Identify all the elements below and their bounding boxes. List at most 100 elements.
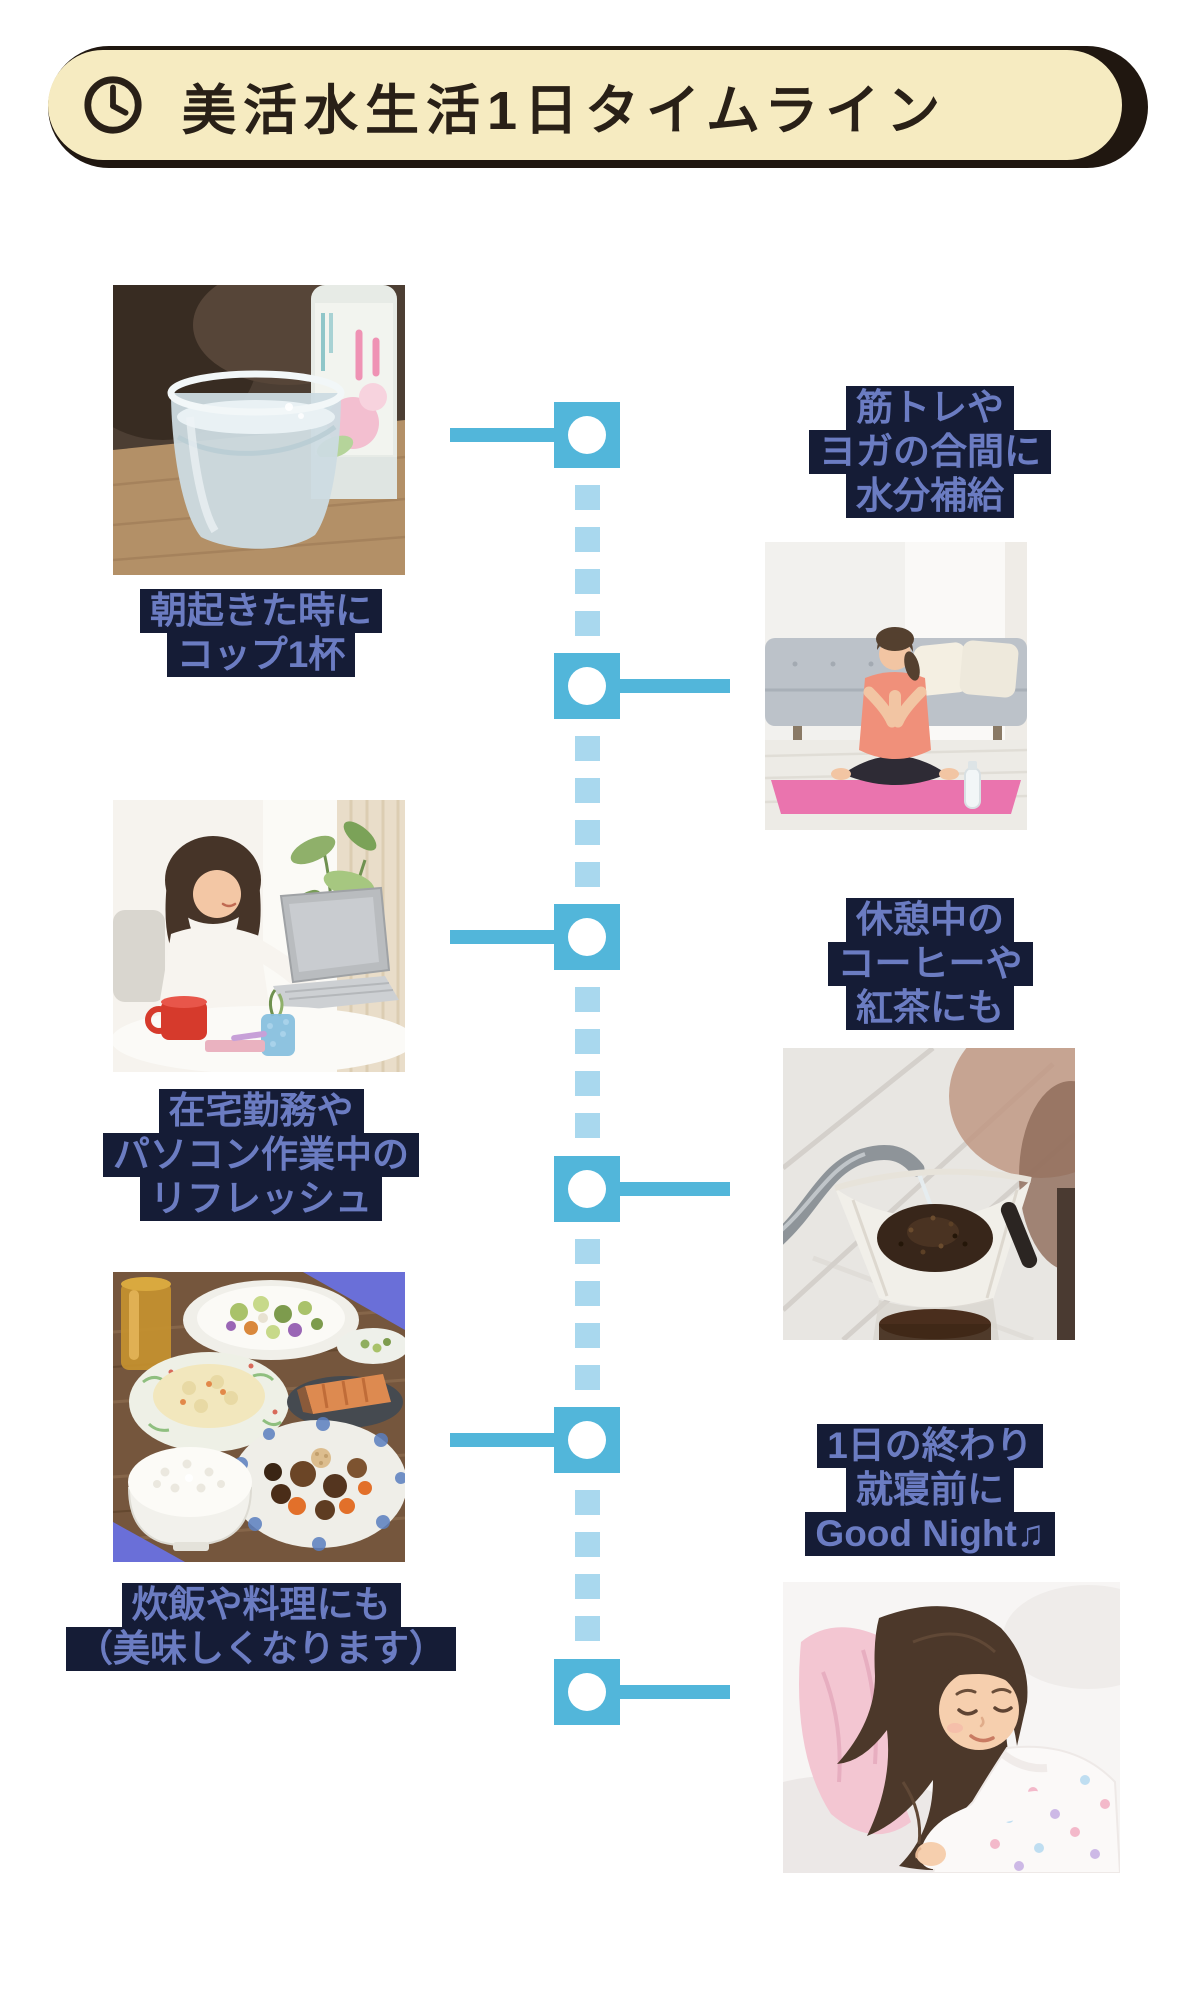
glass-of-water-illustration: [113, 285, 405, 575]
caption-text: コップ1杯: [166, 633, 356, 677]
timeline-node-dot: [568, 1170, 606, 1208]
caption-good-night: 1日の終わり 就寝前に Good Night♫: [764, 1424, 1096, 1556]
meal-illustration: [113, 1272, 405, 1562]
coffee-drip-illustration: [783, 1048, 1075, 1340]
timeline-dash: [575, 1029, 600, 1054]
caption-text: 朝起きた時に: [140, 589, 382, 633]
timeline-dash: [575, 820, 600, 845]
connector-left-5: [450, 1433, 554, 1447]
caption-line: 朝起きた時に: [83, 589, 439, 633]
timeline-node-dot: [568, 918, 606, 956]
caption-text: 紅茶にも: [846, 986, 1014, 1030]
caption-text: 就寝前に: [846, 1468, 1014, 1512]
laptop-work-illustration: [113, 800, 405, 1072]
red-mug: [145, 996, 207, 1040]
caption-line: 炊飯や料理にも: [73, 1583, 449, 1627]
timeline-node-3: [554, 904, 620, 970]
caption-text: コーヒーや: [827, 942, 1033, 986]
pajama: [915, 1745, 1120, 1873]
blue-jar: [261, 989, 295, 1056]
caption-line: Good Night♫: [764, 1512, 1096, 1556]
caption-line: リフレッシュ: [83, 1177, 439, 1221]
rice-bowl: [127, 1447, 253, 1551]
clock-icon: [84, 76, 142, 134]
timeline-dash: [575, 1616, 600, 1641]
timeline-node-6: [554, 1659, 620, 1725]
laptop: [273, 886, 399, 1012]
water-glass: [167, 370, 345, 549]
caption-text: 炊飯や料理にも: [121, 1583, 401, 1627]
timeline-dash: [575, 1490, 600, 1515]
connector-right-6: [620, 1685, 730, 1699]
caption-text: （美味しくなります）: [66, 1627, 456, 1671]
caption-cooking: 炊飯や料理にも （美味しくなります）: [66, 1583, 456, 1671]
caption-line: パソコン作業中の: [83, 1133, 439, 1177]
caption-text: ヨガの合間に: [809, 430, 1051, 474]
caption-line: ヨガの合間に: [764, 430, 1096, 474]
yoga-photo: [765, 542, 1027, 830]
caption-workout-hydration: 筋トレや ヨガの合間に 水分補給: [764, 386, 1096, 518]
timeline-dash: [575, 736, 600, 761]
caption-line: コップ1杯: [83, 633, 439, 677]
tea-glass: [121, 1277, 171, 1370]
timeline-dash: [575, 1574, 600, 1599]
caption-line: 筋トレや: [764, 386, 1096, 430]
meal-photo: [113, 1272, 405, 1562]
timeline-dash: [575, 1532, 600, 1557]
header-pill: 美活水生活1日タイムライン: [48, 50, 1122, 160]
coffee-server: [873, 1298, 999, 1340]
sleep-photo: [783, 1582, 1120, 1873]
timeline-dash: [575, 485, 600, 510]
simmered-dish-plate: [231, 1417, 405, 1551]
caption-text: Good Night♫: [805, 1512, 1055, 1556]
timeline-node-dot: [568, 667, 606, 705]
blue-tray-corner: [113, 1522, 185, 1562]
timeline-dash: [575, 1323, 600, 1348]
caption-morning-glass: 朝起きた時に コップ1杯: [83, 589, 439, 677]
timeline-dash: [575, 1239, 600, 1264]
timeline-dash: [575, 611, 600, 636]
caption-text: 休憩中の: [846, 898, 1014, 942]
timeline-dash: [575, 1365, 600, 1390]
caption-line: 在宅勤務や: [83, 1089, 439, 1133]
caption-text: リフレッシュ: [140, 1177, 382, 1221]
timeline-dash: [575, 527, 600, 552]
timeline-node-1: [554, 402, 620, 468]
timeline-dash: [575, 987, 600, 1012]
connector-right-4: [620, 1182, 730, 1196]
connector-left-1: [450, 428, 554, 442]
timeline-node-4: [554, 1156, 620, 1222]
page-title: 美活水生活1日タイムライン: [182, 80, 948, 141]
yoga-mat: [771, 780, 1021, 814]
yoga-illustration: [765, 542, 1027, 830]
pink-notebook: [205, 1040, 265, 1052]
timeline-dash: [575, 1071, 600, 1096]
caption-line: 紅茶にも: [764, 986, 1096, 1030]
coffee-drip-photo: [783, 1048, 1075, 1340]
yoga-woman: [831, 627, 959, 785]
timeline-node-2: [554, 653, 620, 719]
caption-line: （美味しくなります）: [66, 1627, 456, 1671]
caption-text: 1日の終わり: [817, 1424, 1043, 1468]
connector-left-3: [450, 930, 554, 944]
timeline-node-dot: [568, 416, 606, 454]
glass-of-water-photo: [113, 285, 405, 575]
small-water-bottle: [964, 761, 981, 809]
timeline-dash: [575, 778, 600, 803]
caption-text: 水分補給: [846, 474, 1014, 518]
grilled-salmon: [287, 1374, 403, 1428]
dripper-handle: [1000, 1201, 1038, 1269]
blue-tray-corner: [303, 1272, 405, 1330]
caption-line: コーヒーや: [764, 942, 1096, 986]
caption-text: 筋トレや: [846, 386, 1014, 430]
timeline-node-5: [554, 1407, 620, 1473]
caption-line: 水分補給: [764, 474, 1096, 518]
timeline-dash: [575, 1113, 600, 1138]
timeline-node-dot: [568, 1421, 606, 1459]
potato-salad-bowl: [129, 1352, 289, 1452]
caption-line: 1日の終わり: [764, 1424, 1096, 1468]
caption-line: 就寝前に: [764, 1468, 1096, 1512]
caption-text: パソコン作業中の: [103, 1133, 419, 1177]
working-woman: [157, 836, 322, 1018]
timeline-dash: [575, 1281, 600, 1306]
